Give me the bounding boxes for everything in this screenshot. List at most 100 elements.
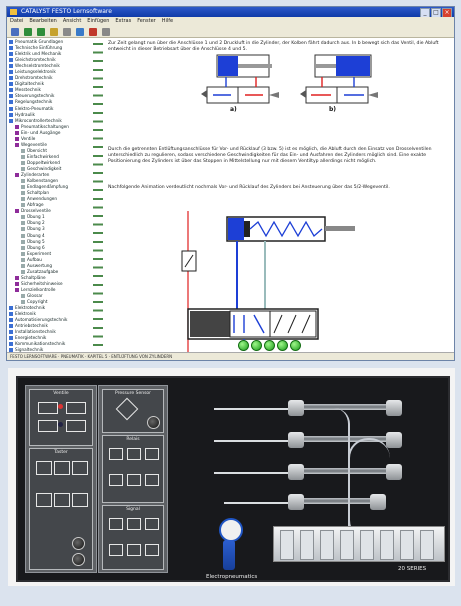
menu-item-3[interactable]: Einfügen bbox=[87, 18, 110, 24]
valve[interactable] bbox=[320, 530, 334, 560]
menu-bar: Datei Bearbeiten Ansicht Einfügen Extras Fens… bbox=[7, 17, 454, 26]
tree-item[interactable]: Elektrotechnik bbox=[7, 305, 93, 311]
settings-icon[interactable] bbox=[102, 27, 110, 36]
tree-item[interactable]: Wegeventile bbox=[7, 142, 93, 148]
pause-button[interactable] bbox=[251, 340, 262, 351]
valve[interactable] bbox=[360, 530, 374, 560]
tree-item[interactable]: Signaltechnik bbox=[7, 347, 93, 353]
valve[interactable] bbox=[420, 530, 434, 560]
tree-item[interactable]: Digitaltechnik bbox=[7, 81, 93, 87]
label-b: b) bbox=[329, 106, 337, 113]
menu-item-4[interactable]: Extras bbox=[115, 18, 132, 24]
tree-item[interactable]: Zylinderarten bbox=[7, 172, 93, 178]
tree-item[interactable]: Auswertung bbox=[7, 263, 93, 269]
tree-item[interactable]: Regelungstechnik bbox=[7, 99, 93, 105]
tree-item[interactable]: Wechselstromtechnik bbox=[7, 63, 93, 69]
stop-icon[interactable] bbox=[89, 27, 97, 36]
tree-item[interactable]: Drehstromtechnik bbox=[7, 75, 93, 81]
tree-item[interactable]: Geschwindigkeit bbox=[7, 166, 93, 172]
module-signal: Signal bbox=[102, 505, 164, 570]
signal-symbol bbox=[109, 544, 123, 556]
paragraph-animation-note: Nachfolgende Animation verdeutlicht noch… bbox=[108, 185, 390, 190]
control-knob[interactable] bbox=[72, 553, 85, 566]
search-icon[interactable] bbox=[63, 27, 71, 36]
tree-item[interactable]: Doppeltwirkend bbox=[7, 160, 93, 166]
forward-icon[interactable] bbox=[37, 27, 45, 36]
tree-item[interactable]: Übung 2 bbox=[7, 220, 93, 226]
tree-item[interactable]: Anwendungen bbox=[7, 196, 93, 202]
tree-item[interactable]: Antriebstechnik bbox=[7, 323, 93, 329]
tree-item[interactable]: Übung 5 bbox=[7, 239, 93, 245]
tree-item[interactable]: Schaltpläne bbox=[7, 275, 93, 281]
module-relais: Relais bbox=[102, 435, 164, 503]
tree-item[interactable]: Zusatzaufgabe bbox=[7, 269, 93, 275]
tree-item[interactable]: Hydraulik bbox=[7, 112, 93, 118]
tree-item[interactable]: Steuerungstechnik bbox=[7, 93, 93, 99]
book-icon bbox=[9, 318, 13, 323]
tree-item[interactable]: Elektro-Pneumatik bbox=[7, 106, 93, 112]
window-title: CATALYST FESTO Lernsoftware bbox=[21, 8, 112, 15]
jack-red[interactable] bbox=[58, 404, 63, 409]
valve[interactable] bbox=[280, 530, 294, 560]
tree-item[interactable]: Übung 1 bbox=[7, 214, 93, 220]
tree-item[interactable]: Sicherheitshinweise bbox=[7, 281, 93, 287]
step-back-button[interactable] bbox=[264, 340, 275, 351]
tree-item[interactable]: Automatisierungstechnik bbox=[7, 317, 93, 323]
tree-item[interactable]: Energietechnik bbox=[7, 335, 93, 341]
valve[interactable] bbox=[300, 530, 314, 560]
pressure-knob[interactable] bbox=[147, 416, 160, 429]
tree-item[interactable]: Ventile bbox=[7, 136, 93, 142]
valve[interactable] bbox=[400, 530, 414, 560]
menu-item-0[interactable]: Datei bbox=[10, 18, 24, 24]
tree-item[interactable]: Lernzielkontrolle bbox=[7, 287, 93, 293]
tree-item[interactable]: Copyright bbox=[7, 299, 93, 305]
tree-item[interactable]: Übersicht bbox=[7, 148, 93, 154]
tree-item[interactable]: Einfachwirkend bbox=[7, 154, 93, 160]
tree-item-label: Automatisierungstechnik bbox=[15, 317, 68, 323]
tree-item-label: Glossar bbox=[27, 292, 43, 298]
tree-item[interactable]: Mikrocontrollertechnik bbox=[7, 118, 93, 124]
tree-item[interactable]: Pneumatik Grundlagen bbox=[7, 39, 93, 45]
tree-item[interactable]: Aufbau bbox=[7, 257, 93, 263]
home-icon[interactable] bbox=[11, 27, 19, 36]
module-title-pressure-sensor: Pressure Sensor bbox=[114, 391, 152, 396]
tree-item[interactable]: Übung 6 bbox=[7, 245, 93, 251]
tree-item[interactable]: Technische Einführung bbox=[7, 45, 93, 51]
tree-item[interactable]: Leistungselektronik bbox=[7, 69, 93, 75]
tree-item[interactable]: Kommunikationstechnik bbox=[7, 341, 93, 347]
tree-item[interactable]: Drosselventile bbox=[7, 208, 93, 214]
tree-item[interactable]: Ein- und Ausgänge bbox=[7, 130, 93, 136]
tree-item[interactable]: Gleichstromtechnik bbox=[7, 57, 93, 63]
menu-item-1[interactable]: Bearbeiten bbox=[29, 18, 57, 24]
jack-blue[interactable] bbox=[58, 422, 63, 427]
tree-item[interactable]: Elektrik und Mechanik bbox=[7, 51, 93, 57]
book-icon bbox=[9, 88, 13, 93]
tree-item[interactable]: Kolbenstangen bbox=[7, 178, 93, 184]
tree-item[interactable]: Elektronik bbox=[7, 311, 93, 317]
book-icon bbox=[21, 148, 25, 153]
tree-item[interactable]: Schaltplan bbox=[7, 190, 93, 196]
tree-item-label: Ein- und Ausgänge bbox=[21, 129, 61, 135]
tree-item[interactable]: Experiment bbox=[7, 251, 93, 257]
help-icon[interactable] bbox=[76, 27, 84, 36]
tree-item[interactable]: Messtechnik bbox=[7, 87, 93, 93]
tree-item[interactable]: Übung 3 bbox=[7, 226, 93, 232]
valve[interactable] bbox=[380, 530, 394, 560]
print-icon[interactable] bbox=[50, 27, 58, 36]
tree-item[interactable]: Übung 4 bbox=[7, 233, 93, 239]
reset-button[interactable] bbox=[290, 340, 301, 351]
back-icon[interactable] bbox=[24, 27, 32, 36]
valve[interactable] bbox=[340, 530, 354, 560]
tree-item[interactable]: Abfrage bbox=[7, 202, 93, 208]
menu-item-6[interactable]: Hilfe bbox=[161, 18, 174, 24]
menu-item-2[interactable]: Ansicht bbox=[62, 18, 82, 24]
tree-item[interactable]: Installationstechnik bbox=[7, 329, 93, 335]
menu-item-5[interactable]: Fenster bbox=[137, 18, 156, 24]
control-knob[interactable] bbox=[72, 537, 85, 550]
tree-item[interactable]: Glossar bbox=[7, 293, 93, 299]
step-forward-button[interactable] bbox=[277, 340, 288, 351]
tree-item[interactable]: Pneumatikschaltungen bbox=[7, 124, 93, 130]
tree-item[interactable]: Endlagendämpfung bbox=[7, 184, 93, 190]
play-button[interactable] bbox=[238, 340, 249, 351]
